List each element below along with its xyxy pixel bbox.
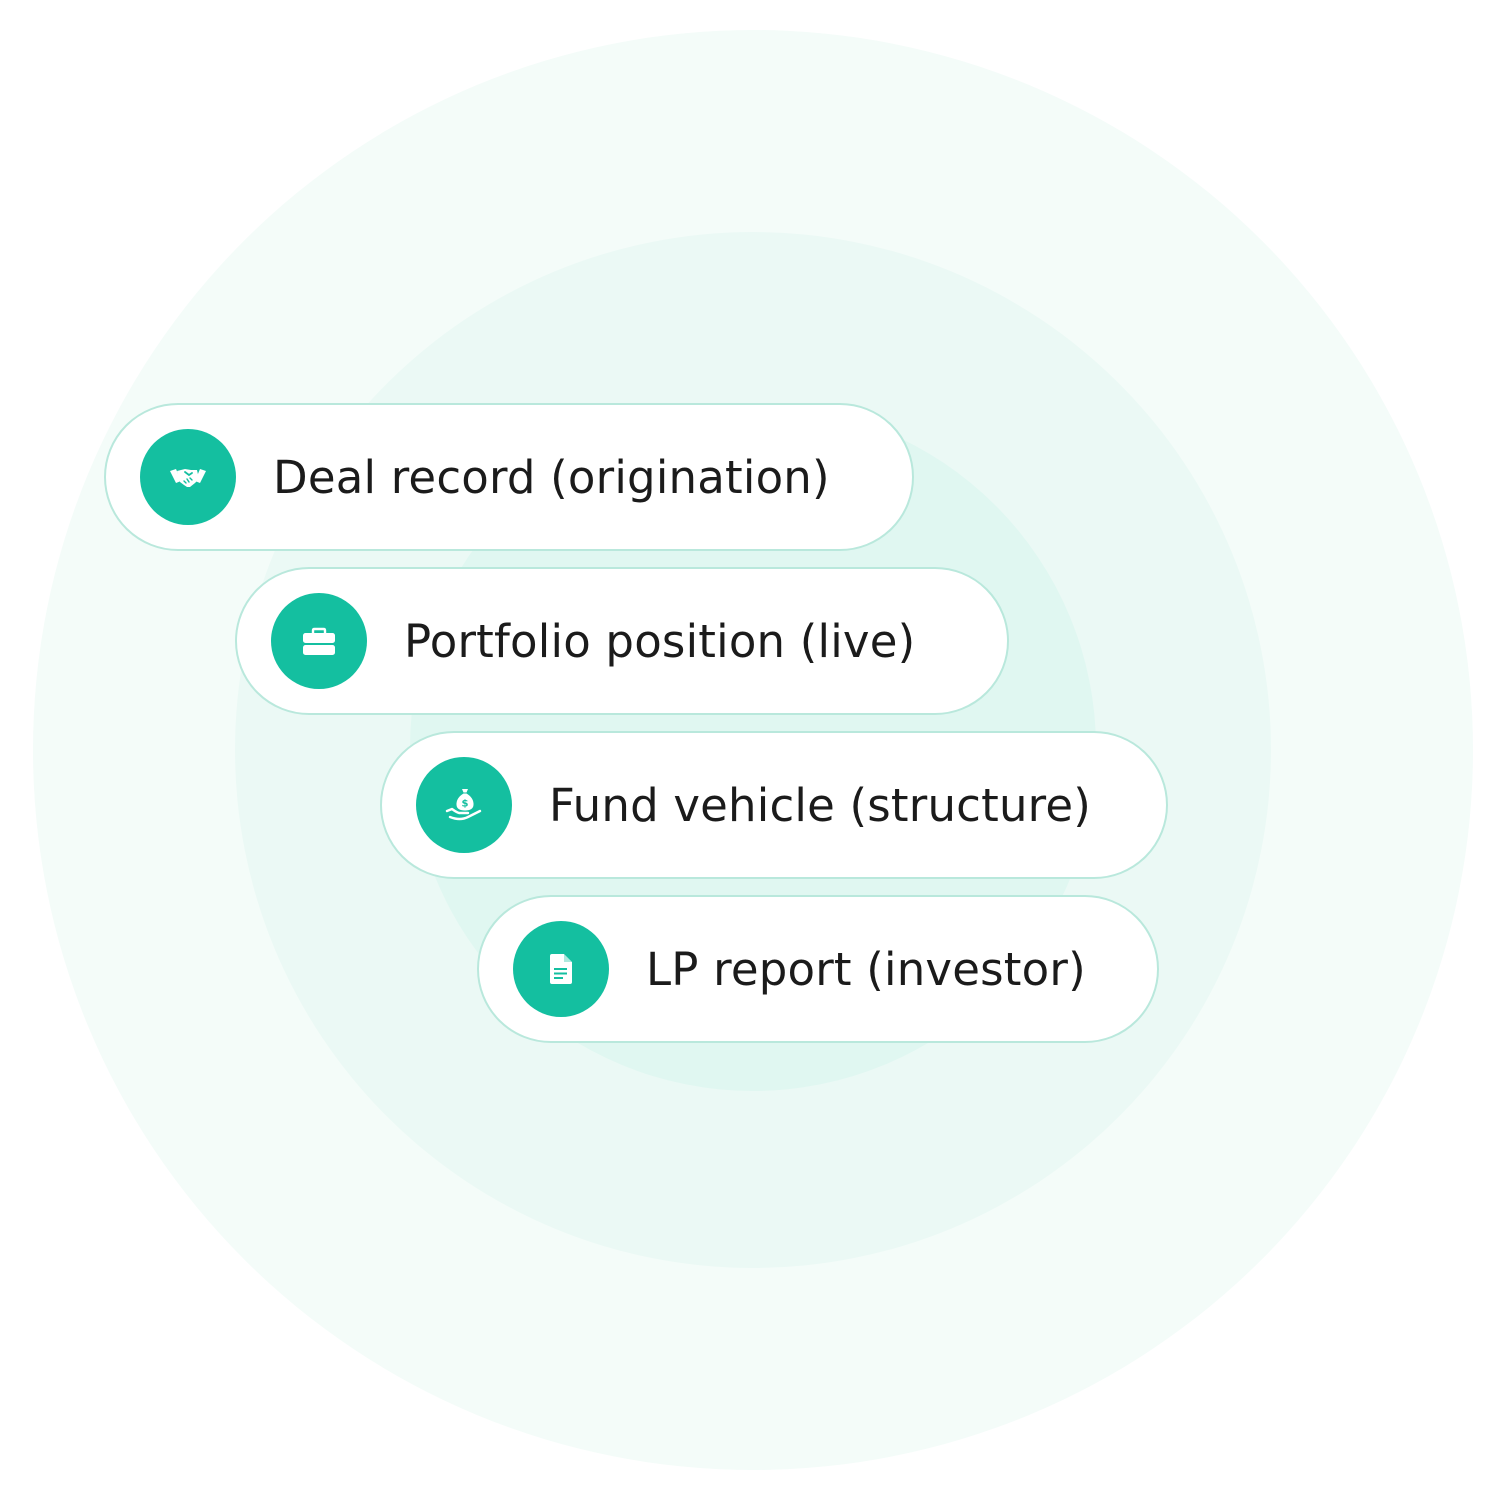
deal-record-pill[interactable]: Deal record (origination) — [104, 403, 914, 551]
lp-report-pill[interactable]: LP report (investor) — [477, 895, 1159, 1043]
fund-vehicle-pill[interactable]: $ Fund vehicle (structure) — [380, 731, 1168, 879]
svg-text:$: $ — [462, 799, 469, 810]
document-icon — [513, 921, 609, 1017]
portfolio-position-pill[interactable]: Portfolio position (live) — [235, 567, 1009, 715]
briefcase-icon — [271, 593, 367, 689]
item-label: Portfolio position (live) — [404, 614, 916, 668]
money-bag-hand-icon: $ — [416, 757, 512, 853]
item-label: Deal record (origination) — [273, 450, 830, 504]
item-label: Fund vehicle (structure) — [549, 778, 1092, 832]
handshake-icon — [140, 429, 236, 525]
item-label: LP report (investor) — [646, 942, 1086, 996]
